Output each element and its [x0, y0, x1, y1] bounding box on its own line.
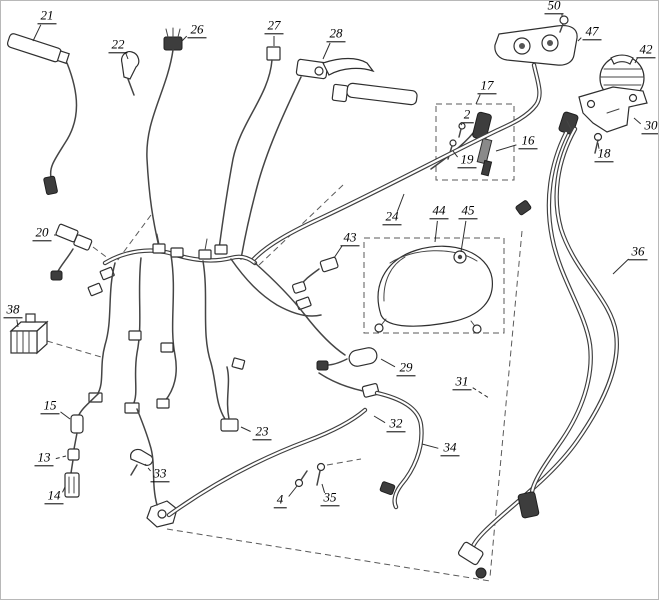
- leader-line-29: [380, 358, 396, 368]
- wire-32-34: [318, 372, 421, 507]
- part-callout-20: 20: [32, 225, 52, 241]
- bolt-50: [559, 15, 569, 33]
- part-callout-50: 50: [544, 1, 564, 14]
- relay-29: [316, 347, 378, 371]
- connector-43: [291, 256, 339, 294]
- bulb-45: [453, 250, 467, 264]
- part-callout-19: 19: [457, 152, 477, 168]
- clamp-33: [130, 448, 154, 476]
- part-callout-43: 43: [340, 230, 360, 246]
- leader-line-18: [597, 142, 600, 149]
- screw-35: [316, 462, 326, 486]
- leader-line-35: [321, 483, 326, 493]
- leader-line-43: [333, 245, 343, 259]
- part-callout-2: 2: [460, 107, 474, 123]
- leader-line-33: [144, 463, 151, 472]
- bolt-2: [458, 122, 466, 138]
- part-callout-4: 4: [273, 492, 287, 508]
- part-callout-23: 23: [252, 424, 272, 440]
- screw-4: [294, 470, 308, 488]
- headlight-44: [374, 245, 493, 334]
- part-callout-42: 42: [636, 42, 656, 58]
- wire-24: [253, 65, 540, 260]
- leader-lines: [16, 14, 642, 497]
- leader-line-4: [288, 485, 298, 497]
- part-callout-29: 29: [396, 360, 416, 376]
- part-callout-34: 34: [440, 440, 460, 456]
- part-callout-33: 33: [150, 466, 170, 482]
- part-callout-16: 16: [518, 133, 538, 149]
- leader-line-36: [612, 258, 629, 275]
- part-callout-18: 18: [594, 146, 614, 162]
- leader-line-22: [125, 52, 129, 60]
- leader-line-45: [460, 220, 467, 253]
- connector-26: [146, 27, 183, 248]
- part-callout-28: 28: [326, 26, 346, 42]
- leader-line-28: [322, 42, 331, 60]
- leader-line-16: [495, 144, 517, 152]
- leader-line-21: [32, 24, 42, 42]
- handlebar-grip-21: [6, 33, 78, 195]
- spark-plug-cap-16: [430, 111, 493, 177]
- leader-line-17: [475, 94, 481, 105]
- part-callout-31: 31: [452, 374, 472, 390]
- part-callout-38: 38: [3, 302, 23, 318]
- bracket-30: [578, 86, 648, 133]
- part-callout-36: 36: [628, 244, 648, 260]
- leader-line-34: [421, 443, 439, 449]
- cable-36: [457, 120, 616, 579]
- connector-23: [220, 366, 239, 432]
- leader-line-2: [460, 123, 463, 126]
- leader-line-44: [434, 220, 438, 243]
- part-callout-30: 30: [641, 118, 658, 134]
- part-callout-44: 44: [429, 203, 449, 219]
- cable-clamp-22: [121, 51, 140, 96]
- leader-line-30: [633, 117, 642, 125]
- connector-20: [50, 223, 93, 281]
- part-callout-24: 24: [382, 209, 402, 225]
- leader-line-23: [240, 426, 251, 432]
- part-callout-22: 22: [108, 37, 128, 53]
- dashed-boundaries: [46, 184, 523, 582]
- leader-line-14: [62, 486, 66, 493]
- brake-lever-28: [240, 57, 418, 260]
- leader-line-26: [181, 35, 188, 42]
- part-callout-13: 13: [34, 450, 54, 466]
- leader-line-24: [396, 193, 405, 212]
- headlight-group-box: [363, 237, 505, 334]
- bolt-18: [593, 132, 603, 154]
- tail-light-47: [494, 24, 578, 66]
- part-callout-26: 26: [187, 22, 207, 38]
- connector-bottom-left: [136, 408, 178, 528]
- main-harness: [87, 233, 346, 420]
- leader-line-13: [55, 455, 67, 460]
- leader-line-47: [577, 37, 582, 42]
- part-callout-27: 27: [264, 18, 284, 34]
- part-callout-15: 15: [40, 398, 60, 414]
- part-callout-32: 32: [386, 416, 406, 432]
- leader-line-38: [16, 319, 19, 328]
- leader-line-15: [60, 411, 71, 420]
- part-callout-14: 14: [44, 488, 64, 504]
- part-callout-21: 21: [37, 8, 57, 24]
- spark-plug-group-box: [435, 103, 515, 181]
- part-callout-45: 45: [458, 203, 478, 219]
- leader-line-19: [452, 150, 458, 158]
- relay-38: [9, 313, 49, 355]
- part-callout-17: 17: [477, 78, 497, 94]
- connector-27: [218, 46, 281, 250]
- fuse-assembly-15-13-14: [64, 392, 100, 498]
- leader-line-31: [472, 387, 490, 399]
- part-callout-35: 35: [320, 490, 340, 506]
- leader-line-42: [634, 57, 638, 64]
- leader-line-32: [373, 415, 386, 424]
- part-callout-47: 47: [582, 24, 602, 40]
